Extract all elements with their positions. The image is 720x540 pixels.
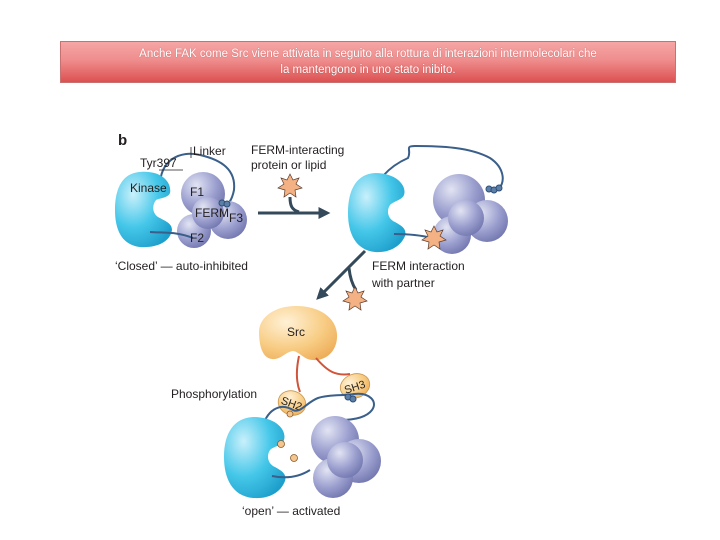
open-linker (261, 392, 375, 431)
phosphate-2 (290, 454, 298, 462)
arrow-bound-to-open (316, 249, 367, 300)
linker-label: Linker (193, 144, 226, 158)
panel-letter: b (118, 132, 127, 149)
banner-line-1: Anche FAK come Src viene attivata in seg… (139, 48, 597, 60)
closed-kinase-domain (115, 171, 172, 248)
kinase-label: Kinase (130, 181, 167, 195)
title-banner: Anche FAK come Src viene attivata in seg… (60, 41, 676, 83)
bound-fak-complex (348, 144, 508, 254)
bound-kinase-domain (348, 173, 406, 253)
f2-label: F2 (190, 231, 204, 245)
src-linker (295, 355, 351, 393)
ferm-label: FERM (195, 206, 229, 220)
src-label: Src (287, 325, 305, 339)
partner-star-1 (277, 173, 303, 198)
ferm-interaction-label-line1: FERM interaction (372, 259, 465, 273)
phosphate-3 (286, 410, 294, 418)
open-state-caption: ‘open’ — activated (242, 504, 340, 518)
closed-fak-complex (115, 152, 247, 248)
f1-label: F1 (190, 185, 204, 199)
src-kinase (259, 306, 338, 361)
ferm-interacting-label-line1: FERM-interacting (251, 143, 344, 157)
open-ferm-domain (311, 416, 381, 498)
ferm-interaction-label-line2: with partner (371, 276, 435, 290)
closed-ferm-domain (177, 172, 247, 248)
closed-state-caption: ‘Closed’ — auto-inhibited (115, 259, 248, 273)
open-kinase-domain (224, 417, 286, 499)
f3-label: F3 (229, 211, 243, 225)
phosphate-1 (277, 440, 285, 448)
sh3-domain (339, 373, 371, 399)
tyr397-label: Tyr397 (140, 156, 177, 170)
phosphorylation-label: Phosphorylation (171, 387, 257, 401)
ferm-interacting-label-line2: protein or lipid (251, 158, 326, 172)
partner-star-2 (421, 225, 447, 250)
partner-star-3 (342, 286, 368, 311)
banner-line-2: la mantengono in uno stato inibito. (280, 64, 456, 76)
bound-ferm-domain (433, 174, 508, 254)
